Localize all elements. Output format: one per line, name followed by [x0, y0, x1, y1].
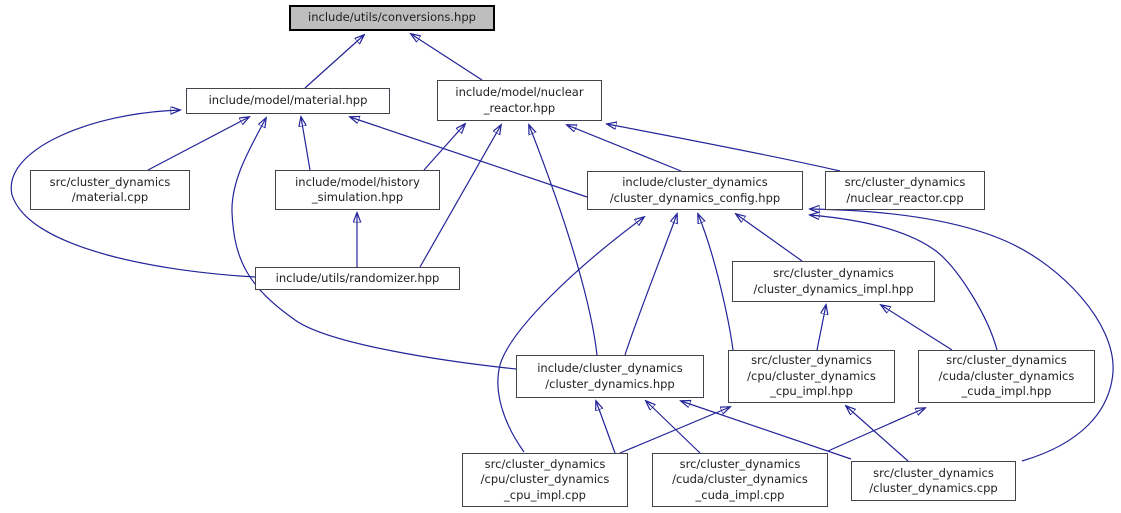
- edge-cluster_dynamics_hpp-nuclear_reactor_hpp: [529, 125, 598, 356]
- edge-cluster_dynamics_config_hpp-nuclear_reactor_hpp: [567, 125, 682, 172]
- edge-history_simulation_hpp-nuclear_reactor_hpp: [423, 124, 465, 171]
- edge-cuda_impl_cpp-cuda_impl_hpp: [827, 408, 925, 452]
- node-src-cluster-dynamics-material-cpp[interactable]: src/cluster_dynamics /material.cpp: [30, 170, 190, 210]
- edge-material_cpp-material_hpp: [147, 117, 249, 171]
- edge-cpu_impl_hpp-cluster_dynamics_impl_hpp: [816, 305, 826, 351]
- node-include-model-material-hpp[interactable]: include/model/material.hpp: [186, 88, 390, 114]
- node-include-model-nuclear-reactor-hpp[interactable]: include/model/nuclear _reactor.hpp: [437, 80, 602, 121]
- edge-cluster_dynamics_cpp-cluster_dynamics_hpp: [681, 401, 852, 460]
- edge-cluster_dynamics_hpp-cluster_dynamics_config_hpp: [624, 214, 677, 356]
- node-src-cluster-dynamics-cpu-cluster-dynamics-cpu-impl-hpp[interactable]: src/cluster_dynamics /cpu/cluster_dynami…: [728, 350, 895, 403]
- node-include-cluster-dynamics-cluster-dynamics-hpp[interactable]: include/cluster_dynamics /cluster_dynami…: [516, 355, 704, 398]
- edge-material_hpp-conversions_hpp: [304, 35, 364, 89]
- edge-cuda_impl_hpp-cluster_dynamics_impl_hpp: [881, 305, 953, 351]
- node-label: include/model/nuclear _reactor.hpp: [455, 85, 584, 115]
- edge-cuda_impl_cpp-cluster_dynamics_hpp: [646, 401, 701, 454]
- node-label: src/cluster_dynamics /material.cpp: [49, 174, 171, 205]
- edge-randomizer_hpp-nuclear_reactor_hpp: [419, 125, 501, 268]
- node-src-cluster-dynamics-cuda-cluster-dynamics-cuda-impl-cpp[interactable]: src/cluster_dynamics /cuda/cluster_dynam…: [652, 453, 828, 507]
- edge-randomizer_hpp-material_hpp: [10, 110, 256, 278]
- node-include-utils-randomizer-hpp[interactable]: include/utils/randomizer.hpp: [255, 267, 460, 290]
- node-label: include/cluster_dynamics /cluster_dynami…: [537, 361, 683, 391]
- node-label: src/cluster_dynamics /cluster_dynamics_i…: [753, 266, 914, 296]
- node-label: include/model/history _simulation.hpp: [295, 174, 420, 205]
- edge-cluster_dynamics_hpp-material_hpp: [231, 118, 517, 370]
- node-include-cluster-dynamics-cluster-dynamics-config-hpp[interactable]: include/cluster_dynamics /cluster_dynami…: [587, 171, 803, 210]
- edge-cpu_impl_cpp-cluster_dynamics_hpp: [596, 401, 616, 454]
- node-label: include/cluster_dynamics /cluster_dynami…: [609, 175, 781, 205]
- edge-nuclear_reactor_cpp-nuclear_reactor_hpp: [607, 124, 841, 172]
- edge-nuclear_reactor_hpp-conversions_hpp: [411, 34, 483, 81]
- node-src-cluster-dynamics-cluster-dynamics-impl-hpp[interactable]: src/cluster_dynamics /cluster_dynamics_i…: [732, 261, 935, 302]
- edge-history_simulation_hpp-material_hpp: [301, 117, 311, 171]
- edge-cpu_impl_cpp-cpu_impl_hpp: [619, 407, 730, 454]
- node-label: include/model/material.hpp: [208, 93, 368, 108]
- node-src-cluster-dynamics-nuclear-reactor-cpp[interactable]: src/cluster_dynamics /nuclear_reactor.cp…: [825, 171, 985, 210]
- node-label: src/cluster_dynamics /cuda/cluster_dynam…: [672, 456, 808, 502]
- node-src-cluster-dynamics-cluster-dynamics-cpp[interactable]: src/cluster_dynamics /cluster_dynamics.c…: [851, 461, 1016, 501]
- node-include-model-history-simulation-hpp[interactable]: include/model/history _simulation.hpp: [275, 170, 440, 210]
- edge-cluster_dynamics_cpp-cluster_dynamics_config_hpp: [810, 209, 1114, 462]
- node-label: include/utils/randomizer.hpp: [275, 270, 440, 285]
- node-label: include/utils/conversions.hpp: [308, 10, 476, 25]
- node-label: src/cluster_dynamics /nuclear_reactor.cp…: [844, 175, 966, 205]
- edge-cpu_impl_hpp-cluster_dynamics_config_hpp: [698, 214, 734, 351]
- node-include-utils-conversions-hpp[interactable]: include/utils/conversions.hpp: [289, 5, 495, 31]
- node-label: src/cluster_dynamics /cuda/cluster_dynam…: [938, 353, 1075, 399]
- edge-cuda_impl_hpp-cluster_dynamics_config_hpp: [810, 215, 998, 351]
- node-label: src/cluster_dynamics /cluster_dynamics.c…: [869, 465, 998, 496]
- edge-cpu_impl_cpp-cluster_dynamics_config_hpp: [497, 217, 644, 453]
- edge-cluster_dynamics_impl_hpp-cluster_dynamics_config_hpp: [736, 214, 803, 262]
- node-label: src/cluster_dynamics /cpu/cluster_dynami…: [747, 353, 876, 399]
- node-label: src/cluster_dynamics /cpu/cluster_dynami…: [480, 456, 610, 502]
- edge-cluster_dynamics_cpp-cpu_impl_hpp: [846, 406, 909, 462]
- node-src-cluster-dynamics-cpu-cluster-dynamics-cpu-impl-cpp[interactable]: src/cluster_dynamics /cpu/cluster_dynami…: [462, 453, 628, 507]
- edge-cluster_dynamics_config_hpp-material_hpp: [350, 117, 588, 198]
- node-src-cluster-dynamics-cuda-cluster-dynamics-cuda-impl-hpp[interactable]: src/cluster_dynamics /cuda/cluster_dynam…: [918, 350, 1095, 403]
